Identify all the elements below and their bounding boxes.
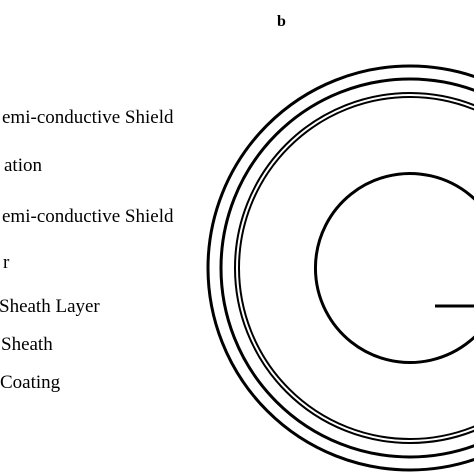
semiconductive-shield-ring-outer	[234, 92, 474, 444]
sheath-ring	[219, 77, 474, 459]
conductor-core-arc	[314, 172, 474, 364]
legend-item-sheath-layer: Sheath Layer	[0, 296, 100, 317]
legend-item-coating: Coating	[0, 372, 61, 393]
legend-item-insulation: ation	[4, 155, 42, 176]
panel-label: b	[277, 13, 286, 30]
legend-item-sheath: Sheath	[1, 334, 53, 355]
outer-coating-ring	[206, 64, 474, 472]
legend-item-conductor: r	[3, 252, 10, 273]
layer-legend: emi-conductive Shield ation emi-conducti…	[0, 107, 174, 393]
legend-item-inner-semiconductive-shield: emi-conductive Shield	[2, 206, 174, 227]
semiconductive-shield-ring-inner	[238, 96, 474, 440]
legend-item-outer-semiconductive-shield: emi-conductive Shield	[2, 107, 174, 128]
